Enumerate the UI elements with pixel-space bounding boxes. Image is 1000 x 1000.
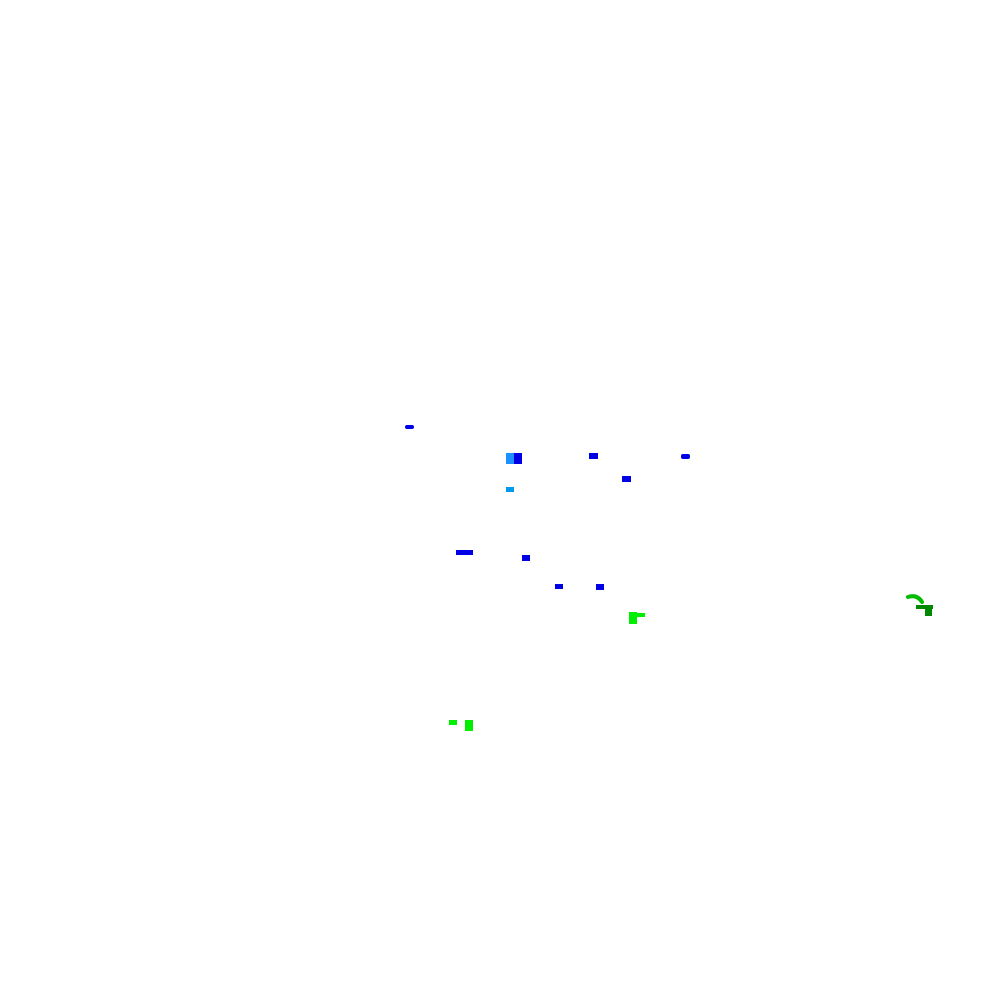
dark-green-mark [916,605,933,609]
bright-green-mark [636,613,645,617]
blue-mark [622,476,631,482]
blue-mark [589,453,598,459]
green-arc-mark [906,594,924,604]
blue-mark [456,550,473,555]
cyan-blue-mark [506,487,514,492]
dark-green-mark [925,608,932,616]
blue-mark [596,584,604,590]
bright-green-mark [449,720,457,725]
blue-mark [405,425,414,429]
blue-mark [555,584,563,589]
blue-mark [522,555,530,561]
bright-green-mark [465,720,473,731]
light-blue-mark [506,453,514,464]
blue-mark [681,454,690,459]
blue-mark [514,453,522,464]
bright-green-mark [629,612,637,624]
